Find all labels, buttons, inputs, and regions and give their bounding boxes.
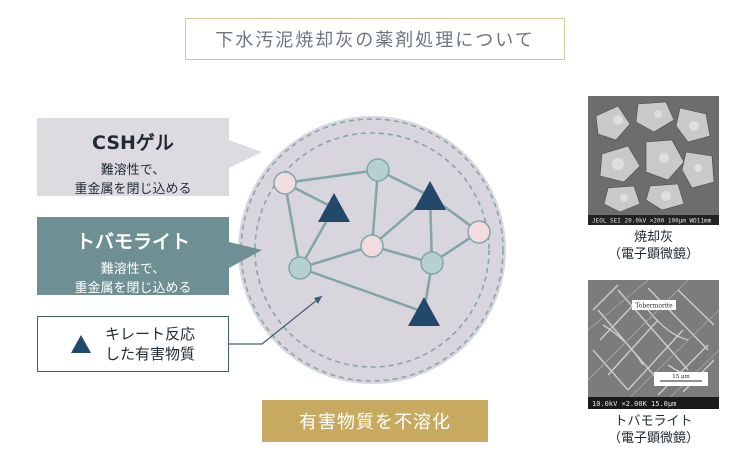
tobermorite-sem-photo: Tobermorite 15 μm 10.0kV ×2.00K 15.0μm <box>588 280 719 409</box>
ash-caption-line1: 焼却灰 <box>633 230 673 245</box>
tobermorite-sem-image: Tobermorite 15 μm 10.0kV ×2.00K 15.0μm <box>588 280 719 409</box>
ash-sem-image: JEOL SEI 20.0kV ×200 100μm WD11mm <box>588 96 719 225</box>
ash-photo-overlay: JEOL SEI 20.0kV ×200 100μm WD11mm <box>592 218 712 225</box>
node-teal <box>420 251 444 275</box>
ash-caption-line2: （電子顕微鏡） <box>607 247 699 262</box>
tobermorite-caption-line1: トバモライト <box>614 414 693 429</box>
outer-dashed-ring <box>240 118 504 382</box>
tobermorite-callout: トバモライト 難溶性で、 重金属を閉じ込める <box>37 217 229 296</box>
inner-dashed-ring <box>254 132 490 368</box>
chelate-line2: した有害物質 <box>104 345 195 363</box>
tobermorite-heading: トバモライト <box>75 231 190 253</box>
tobermorite-caption: トバモライト （電子顕微鏡） <box>588 413 719 447</box>
tobermorite-line2: 重金属を閉じ込める <box>74 281 192 296</box>
node-teal <box>288 256 312 280</box>
scale-bar-label: 15 μm <box>672 374 690 380</box>
insolubilize-banner: 有害物質を不溶化 <box>262 400 488 442</box>
triangle-icon <box>70 335 91 353</box>
csh-pointer <box>229 140 262 168</box>
tobermorite-caption-line2: （電子顕微鏡） <box>607 431 699 446</box>
tobermorite-pointer <box>229 242 262 268</box>
ash-sem-photo: JEOL SEI 20.0kV ×200 100μm WD11mm <box>588 96 719 225</box>
chelate-triangle <box>414 181 446 210</box>
csh-gel-callout: CSHゲル 難溶性で、 重金属を閉じ込める <box>37 118 229 197</box>
chelate-triangle <box>318 193 350 222</box>
chelate-leader-line <box>229 295 323 345</box>
tobermorite-photo-label: Tobermorite <box>635 303 673 310</box>
chelate-legend: キレート反応 した有害物質 <box>37 316 229 372</box>
node-pink <box>273 171 297 195</box>
node-pink <box>360 234 384 258</box>
node-pink <box>467 220 491 244</box>
node-teal <box>366 158 390 182</box>
page-title: 下水汚泥焼却灰の薬剤処理について <box>185 18 565 60</box>
tobermorite-photo-overlay: 10.0kV ×2.00K 15.0μm <box>592 400 676 408</box>
chelate-triangle <box>408 297 440 326</box>
tobermorite-line1: 難溶性で、 <box>100 262 166 277</box>
chelate-line1: キレート反応 <box>104 325 195 343</box>
chelate-arrowhead <box>314 296 322 304</box>
ash-caption: 焼却灰 （電子顕微鏡） <box>588 229 719 263</box>
csh-line1: 難溶性で、 <box>100 163 166 178</box>
csh-heading: CSHゲル <box>92 132 174 154</box>
csh-line2: 重金属を閉じ込める <box>74 182 192 197</box>
